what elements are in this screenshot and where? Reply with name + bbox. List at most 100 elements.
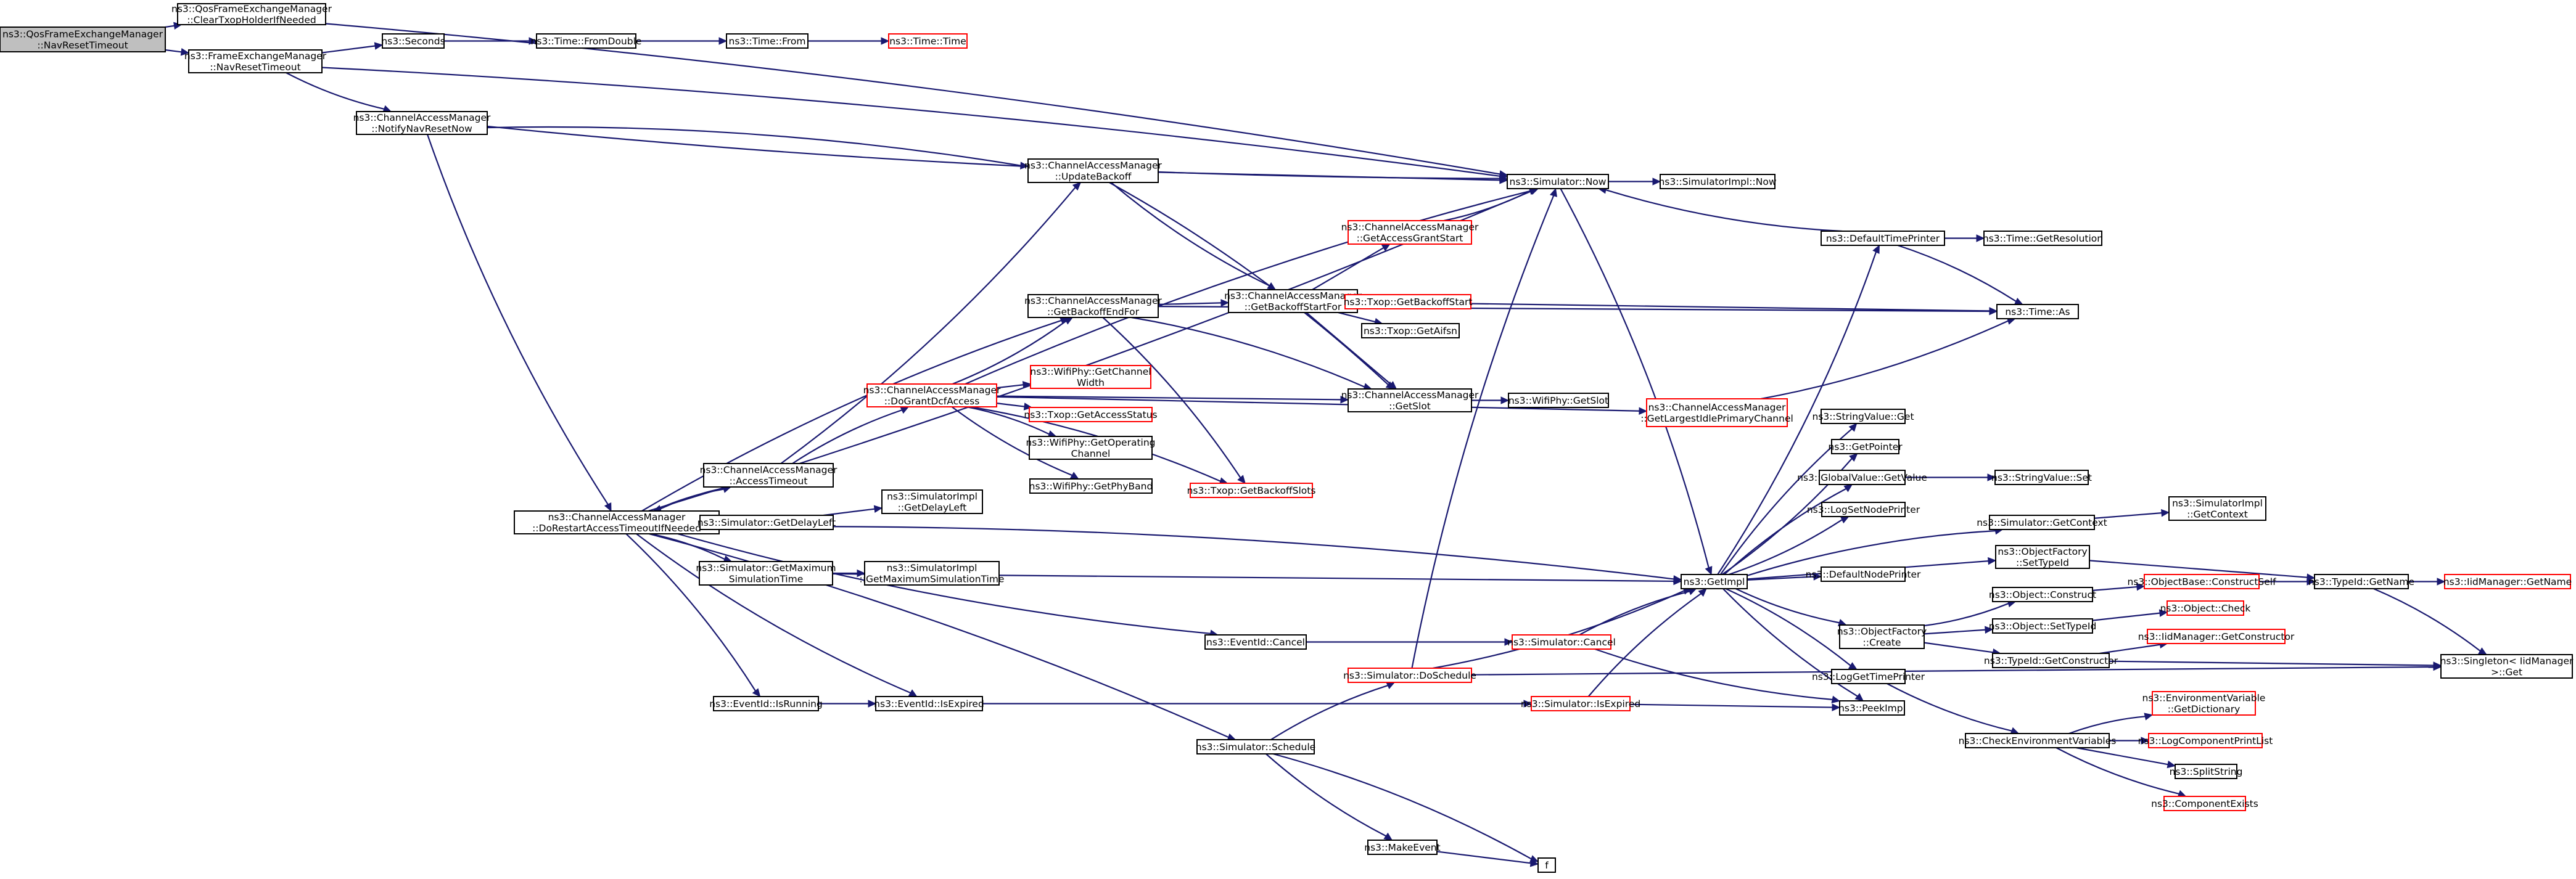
call-edge bbox=[823, 505, 883, 517]
node-label: ::UpdateBackoff bbox=[1055, 171, 1132, 182]
graph-node[interactable]: ns3::QosFrameExchangeManager::ClearTxopH… bbox=[171, 3, 332, 26]
graph-node[interactable]: ns3::Time::Time bbox=[888, 33, 968, 49]
graph-node[interactable]: ns3::SimulatorImpl::GetMaximumSimulation… bbox=[860, 561, 1005, 586]
node-label: ns3::DefaultTimePrinter bbox=[1826, 233, 1940, 244]
call-edge bbox=[321, 42, 384, 54]
graph-node[interactable]: ns3::LogSetNodePrinter bbox=[1807, 502, 1920, 517]
graph-node[interactable]: ns3::QosFrameExchangeManager::NavResetTi… bbox=[0, 27, 166, 52]
graph-node[interactable]: ns3::Singleton< IidManager>::Get bbox=[2440, 654, 2574, 679]
node-box bbox=[2152, 691, 2256, 716]
graph-node[interactable]: ns3::PeekImpl bbox=[1838, 700, 1906, 716]
graph-node[interactable]: ns3::Simulator::Cancel bbox=[1507, 634, 1616, 650]
graph-node[interactable]: ns3::ChannelAccessManager::AccessTimeout bbox=[700, 463, 837, 488]
graph-node[interactable]: ns3::ChannelAccessManager::GetSlot bbox=[1341, 388, 1479, 412]
graph-node[interactable]: ns3::EventId::Cancel bbox=[1204, 634, 1307, 650]
graph-node[interactable]: ns3::StringValue::Set bbox=[1991, 470, 2092, 485]
graph-node[interactable]: ns3::Simulator::IsExpired bbox=[1521, 696, 1640, 711]
graph-node[interactable]: ns3::Txop::GetAifsn bbox=[1361, 323, 1460, 338]
node-label: ::GetAccessGrantStart bbox=[1357, 233, 1463, 244]
graph-node[interactable]: ns3::ObjectFactory::SetTypeId bbox=[1995, 545, 2090, 569]
graph-node[interactable]: ns3::WifiPhy::GetSlot bbox=[1508, 393, 1609, 408]
graph-node[interactable]: ns3::FrameExchangeManager::NavResetTimeo… bbox=[184, 49, 327, 73]
graph-node[interactable]: ns3::DefaultNodePrinter bbox=[1806, 566, 1921, 582]
graph-node[interactable]: ns3::WifiPhy::GetPhyBand bbox=[1029, 478, 1153, 494]
node-box bbox=[177, 3, 326, 25]
node-label: ::DoRestartAccessTimeoutIfNeeded bbox=[532, 523, 701, 534]
graph-node[interactable]: ns3::ChannelAccessManager::GetBackoffSta… bbox=[1224, 289, 1362, 313]
graph-node[interactable]: ns3::CheckEnvironmentVariables bbox=[1959, 733, 2117, 748]
graph-node[interactable]: ns3::ObjectBase::ConstructSelf bbox=[2127, 574, 2276, 589]
graph-node[interactable]: ns3::Seconds bbox=[381, 33, 445, 49]
call-edge bbox=[1436, 851, 1539, 867]
graph-node[interactable]: ns3::ChannelAccessManager::GetBackoffEnd… bbox=[1024, 294, 1162, 318]
call-edge bbox=[636, 533, 918, 697]
graph-node[interactable]: ns3::Time::As bbox=[1996, 304, 2079, 319]
graph-node[interactable]: ns3::Simulator::Now bbox=[1507, 174, 1609, 189]
graph-node[interactable]: ns3::ChannelAccessManager::UpdateBackoff bbox=[1024, 158, 1162, 183]
call-edge bbox=[1608, 178, 1661, 186]
graph-node[interactable]: ns3::Simulator::Schedule bbox=[1196, 739, 1315, 754]
graph-node[interactable]: ns3::IidManager::GetName bbox=[2443, 574, 2572, 589]
graph-node[interactable]: ns3::Time::GetResolution bbox=[1983, 231, 2103, 246]
graph-node[interactable]: ns3::EnvironmentVariable::GetDictionary bbox=[2142, 691, 2266, 716]
graph-node[interactable]: ns3::Simulator::GetMaximumSimulationTime bbox=[696, 561, 836, 586]
graph-node[interactable]: ns3::SplitString bbox=[2170, 764, 2243, 779]
graph-node[interactable]: ns3::ChannelAccessManager::NotifyNavRese… bbox=[353, 111, 491, 135]
graph-node[interactable]: ns3::LogGetTimePrinter bbox=[1812, 669, 1925, 684]
graph-node[interactable]: ns3::IidManager::GetConstructor bbox=[2138, 629, 2295, 644]
node-label: ns3::Singleton< IidManager bbox=[2440, 656, 2574, 667]
graph-node[interactable]: ns3::Object::Check bbox=[2160, 600, 2251, 616]
graph-node[interactable]: ns3::Txop::GetBackoffSlots bbox=[1187, 483, 1316, 498]
graph-node[interactable]: ns3::Txop::GetAccessStatus bbox=[1024, 407, 1158, 422]
graph-node[interactable]: ns3::ChannelAccessManager::DoGrantDcfAcc… bbox=[863, 383, 1001, 407]
node-label: ns3::Simulator::IsExpired bbox=[1521, 698, 1640, 709]
node-label: ns3::SimulatorImpl bbox=[887, 563, 977, 574]
graph-node[interactable]: ns3::MakeEvent bbox=[1364, 840, 1441, 855]
graph-node[interactable]: ns3::Simulator::GetDelayLeft bbox=[697, 515, 836, 530]
graph-node[interactable]: ns3::ObjectFactory::Create bbox=[1837, 624, 1927, 649]
node-label: ns3::ChannelAccessManager bbox=[1648, 402, 1786, 413]
graph-node[interactable]: ns3::SimulatorImpl::GetContext bbox=[2168, 496, 2266, 521]
graph-node[interactable]: ns3::StringValue::Get bbox=[1812, 409, 1914, 424]
graph-node[interactable]: ns3::EventId::IsExpired bbox=[874, 696, 984, 711]
call-edge bbox=[808, 37, 890, 45]
call-edge bbox=[1905, 473, 1996, 481]
graph-node[interactable]: ns3::Object::SetTypeId bbox=[1989, 618, 2097, 634]
graph-node[interactable]: ns3::GlobalValue::GetValue bbox=[1797, 470, 1927, 485]
graph-node[interactable]: ns3::SimulatorImpl::Now bbox=[1658, 174, 1777, 189]
call-edge bbox=[1265, 753, 1393, 841]
graph-node[interactable]: f bbox=[1537, 857, 1556, 873]
graph-node[interactable]: ns3::Time::From bbox=[726, 33, 809, 49]
graph-node[interactable]: ns3::Object::Construct bbox=[1989, 587, 2096, 602]
node-label: ::SetTypeId bbox=[2016, 557, 2069, 568]
graph-node[interactable]: ns3::ChannelAccessManager::DoRestartAcce… bbox=[514, 510, 720, 534]
graph-node[interactable]: ns3::Txop::GetBackoffStart bbox=[1344, 294, 1473, 309]
graph-node[interactable]: ns3::GetImpl bbox=[1681, 574, 1748, 589]
graph-node[interactable]: ns3::TypeId::GetName bbox=[2308, 574, 2414, 589]
graph-node[interactable]: ns3::Simulator::DoSchedule bbox=[1343, 668, 1476, 683]
graph-node[interactable]: ns3::DefaultTimePrinter bbox=[1821, 231, 1945, 246]
graph-node[interactable]: ns3::SimulatorImpl::GetDelayLeft bbox=[881, 489, 983, 514]
node-box bbox=[1512, 634, 1611, 650]
node-label: ::GetBackoffStartFor bbox=[1245, 301, 1342, 313]
node-label: ns3::ChannelAccessManager bbox=[700, 465, 837, 476]
node-label: ns3::EventId::Cancel bbox=[1206, 637, 1305, 648]
graph-node[interactable]: ns3::ComponentExists bbox=[2151, 796, 2258, 811]
node-box bbox=[1681, 574, 1748, 589]
node-label: ns3::WifiPhy::GetChannel bbox=[1030, 366, 1151, 377]
graph-node[interactable]: ns3::TypeId::GetConstructor bbox=[1984, 653, 2118, 668]
call-edge bbox=[1306, 638, 1513, 646]
call-edge bbox=[2092, 583, 2146, 592]
graph-node[interactable]: ns3::LogComponentPrintList bbox=[2138, 733, 2273, 748]
graph-node[interactable]: ns3::Simulator::GetContext bbox=[1977, 515, 2107, 530]
node-label: ns3::ChannelAccessManager bbox=[548, 512, 686, 523]
graph-node[interactable]: ns3::ChannelAccessManager::GetLargestIdl… bbox=[1640, 398, 1793, 427]
graph-node[interactable]: ns3::EventId::IsRunning bbox=[709, 696, 823, 711]
graph-node[interactable]: ns3::Time::FromDouble bbox=[531, 33, 642, 49]
node-box bbox=[1660, 174, 1776, 189]
node-label: f bbox=[1545, 860, 1549, 871]
graph-node[interactable]: ns3::ChannelAccessManager::GetAccessGran… bbox=[1341, 220, 1479, 245]
graph-node[interactable]: ns3::GetPointer bbox=[1828, 439, 1903, 454]
